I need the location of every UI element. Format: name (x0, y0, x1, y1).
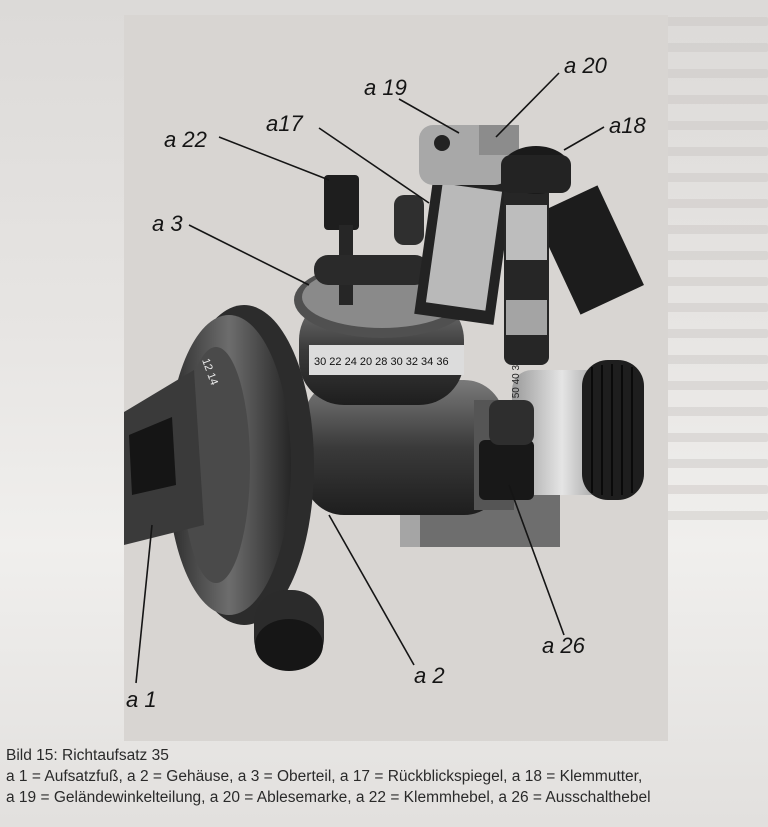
label-a3: a 3 (152, 211, 183, 236)
clamp-lever (324, 175, 359, 230)
leader-a22 (218, 136, 330, 181)
rod-knob (314, 255, 429, 285)
photo-richtaufsatz: 60 70 60 50 40 30 12 14 30 22 24 20 28 3… (124, 15, 668, 741)
caption-title: Bild 15: Richtaufsatz 35 (6, 747, 169, 764)
foot-lower-end (255, 619, 323, 671)
label-a20: a 20 (564, 53, 607, 78)
column-silver-2 (506, 300, 547, 335)
leader-a2 (328, 514, 415, 666)
disengage-lever (479, 440, 534, 500)
leader-a1 (135, 524, 153, 684)
clamp-nut-body (501, 155, 571, 193)
leader-a26 (508, 484, 565, 636)
label-a17: a17 (266, 111, 303, 136)
rear-mirror (425, 183, 503, 311)
label-a18: a18 (609, 113, 646, 138)
lever-collar (489, 400, 534, 445)
upper-scale-band (309, 345, 464, 375)
label-a26: a 26 (542, 633, 585, 658)
caption-line-1: a 1 = Aufsatzfuß, a 2 = Gehäuse, a 3 = O… (6, 768, 643, 785)
figure-caption: Bild 15: Richtaufsatz 35 a 1 = Aufsatzfu… (6, 745, 766, 808)
drum-scale-text: 60 70 60 50 40 30 (511, 359, 522, 440)
label-a19: a 19 (364, 75, 407, 100)
reading-mark (479, 125, 519, 155)
column-silver (506, 205, 547, 260)
background-text-lines (628, 0, 768, 540)
instrument-illustration: 60 70 60 50 40 30 12 14 30 22 24 20 28 3… (124, 72, 644, 684)
label-a1: a 1 (126, 687, 157, 712)
upper-scale-text: 30 22 24 20 28 30 32 34 36 (314, 356, 449, 368)
housing-tube (304, 380, 504, 515)
leader-a3 (188, 224, 310, 286)
label-a22: a 22 (164, 127, 207, 152)
label-a2: a 2 (414, 663, 445, 688)
caption-line-2: a 19 = Geländewinkelteilung, a 20 = Able… (6, 789, 651, 806)
leader-a19 (398, 98, 460, 134)
head-hole (434, 135, 450, 151)
mirror-hinge (394, 195, 424, 245)
leader-a17 (318, 127, 430, 204)
foot-window (129, 417, 176, 495)
leader-a20 (495, 72, 560, 138)
leader-a18 (563, 126, 605, 151)
column-arm (534, 185, 644, 315)
